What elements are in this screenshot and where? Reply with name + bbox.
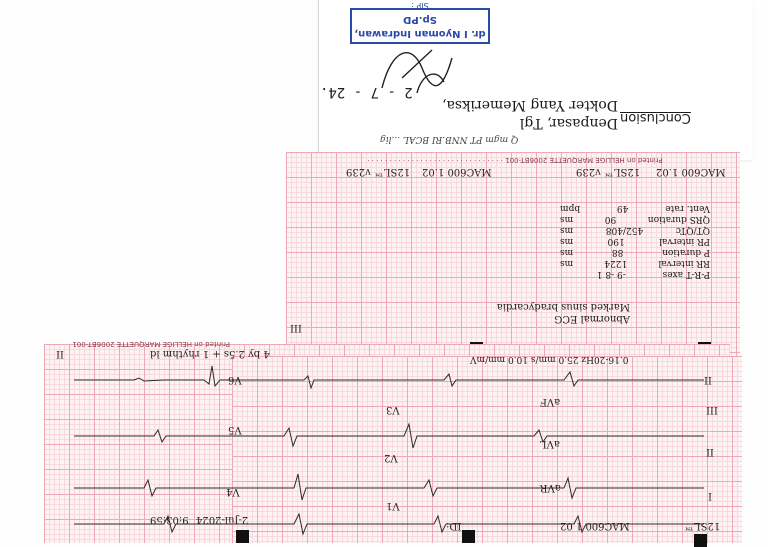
measurement-row: P-R-T axes-9 -8 1	[596, 269, 710, 279]
lead-label: V4	[226, 486, 240, 497]
ecg-traces	[74, 365, 704, 536]
device-version-left: 12SL™ v239	[346, 166, 411, 177]
trace-row-3	[74, 473, 704, 501]
lead-label: V5	[228, 424, 242, 435]
interpretation-line: Marked sinus bradycardia	[496, 301, 630, 312]
record-time: 9:03:59	[150, 514, 189, 525]
lead-label: I	[708, 490, 712, 501]
ecg-12-lead-strip	[232, 356, 742, 543]
lead-label: II	[706, 446, 714, 457]
interpretation-line: Abnormal ECG	[554, 313, 630, 324]
device-model: MAC600 1.02	[560, 520, 630, 531]
lead-label: aVL	[540, 438, 560, 449]
signature	[381, 49, 453, 94]
device-model-right: MAC600 1.02	[656, 166, 726, 177]
paper-footer-text: Printed on HELLIGE MARQUETTE 2006BT-001	[72, 340, 230, 348]
handwritten-note: Q mgm PT NNB.RI BCAL ...lig	[380, 134, 519, 144]
conclusion-heading: Conclusion	[620, 110, 691, 125]
lead-label: aVF	[540, 396, 561, 407]
patient-id-label: ID:	[446, 520, 462, 531]
calibration-marker	[236, 530, 249, 543]
lead-label: V3	[386, 404, 400, 415]
trace-row-1	[74, 365, 704, 390]
device-version: 12SL™	[684, 520, 721, 531]
lead-label: V1	[386, 500, 400, 511]
lead-label: III	[290, 322, 302, 333]
lead-label: III	[706, 404, 718, 415]
device-version-right: 12SL™ v239	[576, 166, 641, 177]
doctor-signature-block: Denpasar, Tgl Dokter Yang Memeriksa,	[418, 80, 618, 132]
conclusion-sheet	[318, 0, 753, 160]
calibration-marker	[462, 530, 475, 543]
paper-footer-text: Printed on HELLIGE MARQUETTE 2006BT-001 …	[367, 156, 663, 164]
lead-label: II	[704, 374, 712, 385]
doctor-title: Dokter Yang Memeriksa,	[442, 97, 618, 113]
trace-row-4	[74, 512, 704, 536]
ecg-interpretation: Abnormal ECG Marked sinus bradycardia	[380, 300, 630, 324]
lead-label: aVR	[540, 482, 561, 493]
device-model-left: MAC600 1.02	[422, 166, 492, 177]
city-date: Denpasar, Tgl	[519, 115, 618, 131]
stamp-sip: SIP : 079/SIP/503/0604/DPMPTSP/2023	[411, 1, 429, 10]
lead-label: V2	[384, 452, 398, 463]
lead-label: V6	[228, 374, 242, 385]
calibration-marker	[694, 534, 707, 547]
ecg-report-sheet	[286, 152, 740, 364]
trace-row-2	[74, 422, 704, 449]
record-date: 2-Jul-2024	[196, 514, 249, 525]
stamp-name: dr. I Nyoman Indrawan, Sp.PD	[354, 14, 486, 39]
handwritten-date: 2 - 7 - 24.	[320, 84, 413, 100]
